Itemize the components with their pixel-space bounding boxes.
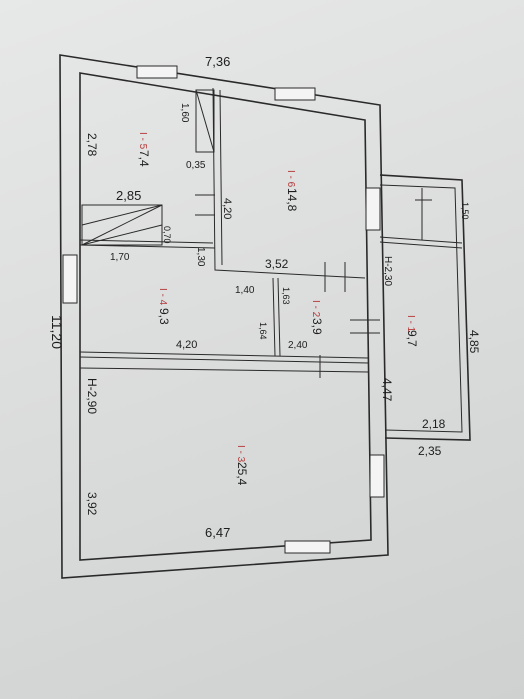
dim-035: 0,35 bbox=[186, 160, 206, 171]
window-bottom bbox=[284, 540, 331, 554]
dim-164: 1,64 bbox=[258, 322, 268, 340]
wall-room5-bottom-inner bbox=[79, 239, 214, 244]
veranda-divider bbox=[379, 241, 463, 249]
veranda-divider-2 bbox=[379, 236, 463, 244]
dim-285: 2,85 bbox=[116, 188, 141, 203]
room-5-area: 7,4 bbox=[137, 150, 151, 167]
dim-235: 2,35 bbox=[418, 444, 442, 458]
dim-485: 4,85 bbox=[467, 330, 481, 354]
dim-218: 2,18 bbox=[422, 417, 446, 431]
wall-room2-left-2 bbox=[272, 277, 276, 357]
room-2-number: I - 2 bbox=[310, 300, 321, 318]
outer-wall-outline bbox=[59, 54, 389, 579]
dim-278: 2,78 bbox=[85, 133, 99, 157]
dim-392: 3,92 bbox=[85, 492, 99, 516]
window-right-bottom bbox=[369, 454, 385, 498]
wall-room3-top bbox=[79, 367, 369, 373]
dim-352: 3,52 bbox=[265, 257, 289, 271]
room-4-number: I - 4 bbox=[157, 288, 168, 306]
room-3-area: 25,4 bbox=[235, 462, 249, 486]
room-1-number: I - 1 bbox=[405, 315, 416, 333]
dim-420-vertical: 4,20 bbox=[221, 198, 233, 219]
dim-240: 2,40 bbox=[288, 340, 308, 351]
dim-070: 0,70 bbox=[162, 226, 172, 244]
veranda-outline bbox=[379, 174, 471, 441]
dim-420-horizontal: 4,20 bbox=[176, 339, 197, 351]
dim-h290: H-2,90 bbox=[85, 378, 99, 414]
window-right-top bbox=[365, 187, 381, 231]
inner-wall-outline bbox=[79, 72, 372, 561]
closet-box bbox=[195, 89, 215, 153]
wall-room4-bottom-2 bbox=[79, 356, 369, 364]
dim-170: 1,70 bbox=[110, 252, 130, 263]
stair-diag-2 bbox=[81, 204, 163, 226]
room-1-area: 9,7 bbox=[405, 330, 419, 347]
room-2-area: 3,9 bbox=[310, 318, 324, 335]
wall-room6-left-inner bbox=[219, 89, 223, 266]
window-top-right bbox=[274, 87, 316, 101]
dim-overall-width: 7,36 bbox=[205, 54, 230, 69]
window-top-left bbox=[136, 65, 178, 79]
stair-diag-3 bbox=[81, 224, 163, 246]
window-left bbox=[62, 254, 78, 304]
dim-150: 1,50 bbox=[460, 202, 470, 220]
dim-140: 1,40 bbox=[235, 285, 255, 296]
room-5-number: I - 5 bbox=[137, 132, 148, 150]
room-6-number: I - 6 bbox=[285, 170, 296, 188]
dim-647: 6,47 bbox=[205, 525, 230, 540]
dim-160: 1,60 bbox=[179, 103, 190, 123]
dim-447: 4,47 bbox=[380, 378, 394, 402]
veranda-inner bbox=[379, 184, 463, 433]
stair-diag-1 bbox=[81, 204, 163, 246]
dim-overall-height: 11,20 bbox=[49, 315, 65, 349]
wall-room4-bottom bbox=[79, 351, 369, 359]
room-3-number: I - 3 bbox=[235, 445, 246, 463]
dim-163: 1,63 bbox=[281, 287, 291, 305]
room-4-area: 9,3 bbox=[157, 308, 171, 325]
dim-h230: H-2,30 bbox=[382, 256, 393, 286]
room-6-area: 14,8 bbox=[285, 188, 299, 212]
dim-130: 1,30 bbox=[195, 247, 206, 267]
closet-diagonal bbox=[195, 89, 215, 153]
wall-room2-left bbox=[277, 277, 281, 357]
